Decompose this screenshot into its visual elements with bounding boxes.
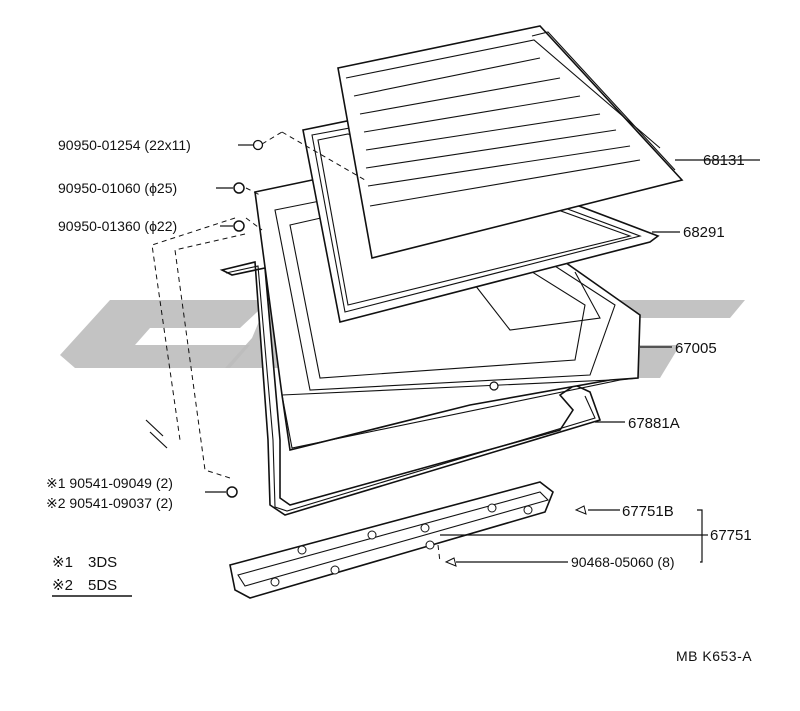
plug-icon (233, 182, 245, 194)
plug-icon (233, 220, 245, 232)
callout-67751b: 67751B (622, 503, 674, 520)
callout-67005: 67005 (675, 340, 717, 357)
note-2-mark: ※2 (52, 577, 73, 594)
callout-90468-05060: 90468-05060 (8) (571, 554, 675, 570)
callout-90950-01060: 90950-01060 (ϕ25) (58, 180, 177, 196)
callout-90950-01360: 90950-01360 (ϕ22) (58, 218, 177, 234)
note-2-text: 5DS (88, 577, 117, 594)
callout-68291: 68291 (683, 224, 725, 241)
callout-68131: 68131 (703, 152, 745, 169)
cushion-icon (226, 486, 238, 498)
clip-icon (574, 505, 587, 515)
callout-90541-09037: ※2 90541-09037 (2) (46, 495, 173, 511)
weatherstrip-67881a (219, 261, 602, 516)
diagram-code: MB K653-A (676, 648, 752, 664)
grommet-icon (252, 139, 264, 151)
back-door-glass-68131 (337, 25, 684, 259)
callout-67751: 67751 (710, 527, 752, 544)
leader-lines (145, 131, 760, 563)
model-notes: ※1 3DS ※2 5DS (52, 554, 132, 597)
callout-90541-09049: ※1 90541-09049 (2) (46, 475, 173, 491)
clip-icon (444, 557, 457, 567)
callout-90950-01254: 90950-01254 (22x11) (58, 137, 191, 153)
callout-67881a: 67881A (628, 415, 680, 432)
note-1-mark: ※1 (52, 554, 73, 571)
note-1-text: 3DS (88, 554, 117, 571)
fastener-icons (226, 139, 587, 567)
garnish-67751 (229, 481, 554, 599)
